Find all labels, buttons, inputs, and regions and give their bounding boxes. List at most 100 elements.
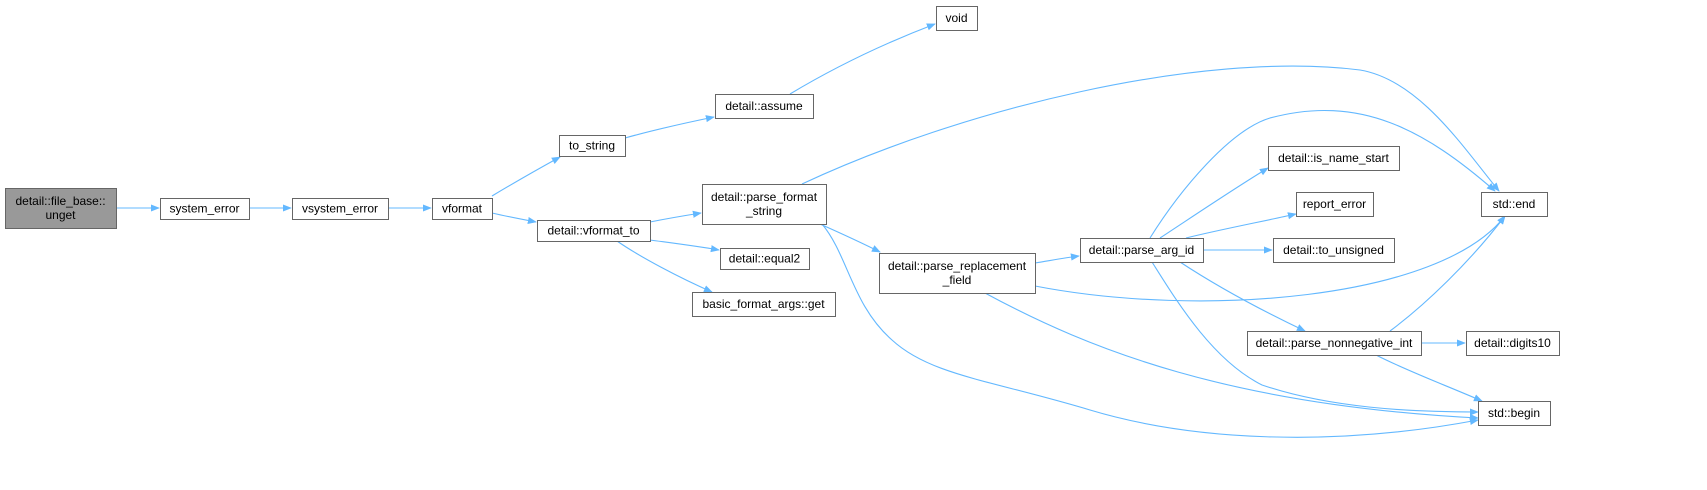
edge-vformat-to-to_string xyxy=(491,156,561,197)
node-report-error[interactable]: report_error xyxy=(1296,192,1374,217)
edge-line xyxy=(1034,215,1506,302)
node-assume[interactable]: detail::assume xyxy=(715,94,814,119)
edge-line xyxy=(801,65,1500,192)
node-vformat[interactable]: vformat xyxy=(432,198,493,220)
node-end[interactable]: std::end xyxy=(1481,192,1548,217)
node-to-unsigned[interactable]: detail::to_unsigned xyxy=(1273,238,1395,263)
node-box[interactable] xyxy=(1478,401,1551,426)
edge-vformat-to-vformat_to xyxy=(491,212,537,225)
node-equal2[interactable]: detail::equal2 xyxy=(720,248,810,270)
node-label: detail::is_name_start xyxy=(1278,151,1389,165)
node-box[interactable] xyxy=(5,188,117,229)
node-vsystem-error[interactable]: vsystem_error xyxy=(292,198,389,220)
edge-parse_nonnegative_int-to-end xyxy=(1389,215,1506,332)
node-box[interactable] xyxy=(879,253,1036,294)
edge-line xyxy=(821,223,1479,438)
node-box[interactable] xyxy=(1466,331,1560,356)
edge-parse_format_string-to-parse_replacement_field xyxy=(819,223,881,253)
edge-vformat_to-to-parse_format_string xyxy=(649,210,702,223)
node-box[interactable] xyxy=(692,292,836,317)
node-unget[interactable]: detail::file_base::unget xyxy=(5,188,117,229)
node-label: detail::equal2 xyxy=(729,252,801,266)
node-label: detail::vformat_to xyxy=(547,224,639,238)
edge-parse_arg_id-to-report_error xyxy=(1185,212,1297,239)
edge-line xyxy=(649,210,702,223)
node-box[interactable] xyxy=(1247,331,1422,356)
node-box[interactable] xyxy=(559,135,626,157)
node-label: vformat xyxy=(442,202,483,216)
node-box[interactable] xyxy=(715,94,814,119)
node-to-string[interactable]: to_string xyxy=(559,135,626,157)
node-label: detail::parse_arg_id xyxy=(1089,243,1194,257)
edge-line xyxy=(1151,261,1479,416)
edge-line xyxy=(491,156,561,197)
node-label: system_error xyxy=(169,202,239,216)
node-box[interactable] xyxy=(936,6,978,31)
edge-line xyxy=(1389,215,1506,332)
edge-line xyxy=(491,212,537,225)
edge-parse_replacement_field-to-end xyxy=(1034,215,1506,302)
node-label: to_string xyxy=(569,139,615,153)
node-label: detail::parse_format xyxy=(711,190,818,204)
edge-vformat_to-to-equal2 xyxy=(649,239,720,253)
edge-to_string-to-assume xyxy=(624,115,715,139)
edge-line xyxy=(1149,110,1496,239)
node-system-error[interactable]: system_error xyxy=(160,198,250,220)
edge-line xyxy=(819,223,881,253)
node-label: report_error xyxy=(1303,197,1366,211)
node-vformat-to[interactable]: detail::vformat_to xyxy=(537,220,651,242)
node-label: detail::digits10 xyxy=(1474,336,1551,350)
edge-line xyxy=(789,23,936,95)
node-label: detail::parse_replacement xyxy=(888,259,1027,273)
node-label: _field xyxy=(942,273,972,287)
node-is-name-start[interactable]: detail::is_name_start xyxy=(1268,146,1400,171)
node-box[interactable] xyxy=(1080,238,1204,263)
node-label: vsystem_error xyxy=(302,202,378,216)
edge-parse_arg_id-to-is_name_start xyxy=(1159,167,1269,239)
node-layer: detail::file_base::unget system_error vsys… xyxy=(5,6,1560,426)
edge-line xyxy=(649,239,720,253)
node-box[interactable] xyxy=(702,184,827,225)
node-box[interactable] xyxy=(537,220,651,242)
edge-line xyxy=(1159,167,1269,239)
edge-parse_arg_id-to-begin xyxy=(1151,261,1479,416)
edge-line xyxy=(1375,354,1483,402)
node-get[interactable]: basic_format_args::get xyxy=(692,292,836,317)
node-box[interactable] xyxy=(432,198,493,220)
node-parse-arg-id[interactable]: detail::parse_arg_id xyxy=(1080,238,1204,263)
node-label: basic_format_args::get xyxy=(702,297,825,311)
edge-assume-to-void xyxy=(789,23,936,95)
node-parse-replacement-field[interactable]: detail::parse_replacement_field xyxy=(879,253,1036,294)
edge-parse_arg_id-to-parse_nonnegative_int xyxy=(1179,261,1306,332)
node-label: void xyxy=(945,11,967,25)
edge-parse_arg_id-to-end xyxy=(1149,110,1496,239)
edge-line xyxy=(616,240,713,293)
edge-line xyxy=(624,115,715,139)
node-label: detail::parse_nonnegative_int xyxy=(1256,336,1413,350)
edge-line xyxy=(1179,261,1306,332)
edge-parse_format_string-to-begin xyxy=(821,223,1479,438)
node-label: detail::file_base:: xyxy=(15,194,105,208)
node-box[interactable] xyxy=(292,198,389,220)
node-box[interactable] xyxy=(1481,192,1548,217)
node-box[interactable] xyxy=(160,198,250,220)
edge-line xyxy=(1034,253,1080,264)
node-label: unget xyxy=(45,208,76,222)
node-box[interactable] xyxy=(1296,192,1374,217)
edge-line xyxy=(1185,212,1297,239)
node-begin[interactable]: std::begin xyxy=(1478,401,1551,426)
node-box[interactable] xyxy=(1273,238,1395,263)
node-label: detail::to_unsigned xyxy=(1283,243,1384,257)
node-parse-nonnegative-int[interactable]: detail::parse_nonnegative_int xyxy=(1247,331,1422,356)
node-label: _string xyxy=(745,204,782,218)
node-box[interactable] xyxy=(1268,146,1400,171)
node-box[interactable] xyxy=(720,248,810,270)
node-void[interactable]: void xyxy=(936,6,978,31)
node-parse-format-string[interactable]: detail::parse_format_string xyxy=(702,184,827,225)
node-label: std::begin xyxy=(1488,406,1540,420)
node-digits10[interactable]: detail::digits10 xyxy=(1466,331,1560,356)
edge-vformat_to-to-get xyxy=(616,240,713,293)
node-label: detail::assume xyxy=(725,99,803,113)
edge-parse_replacement_field-to-begin xyxy=(984,292,1479,422)
